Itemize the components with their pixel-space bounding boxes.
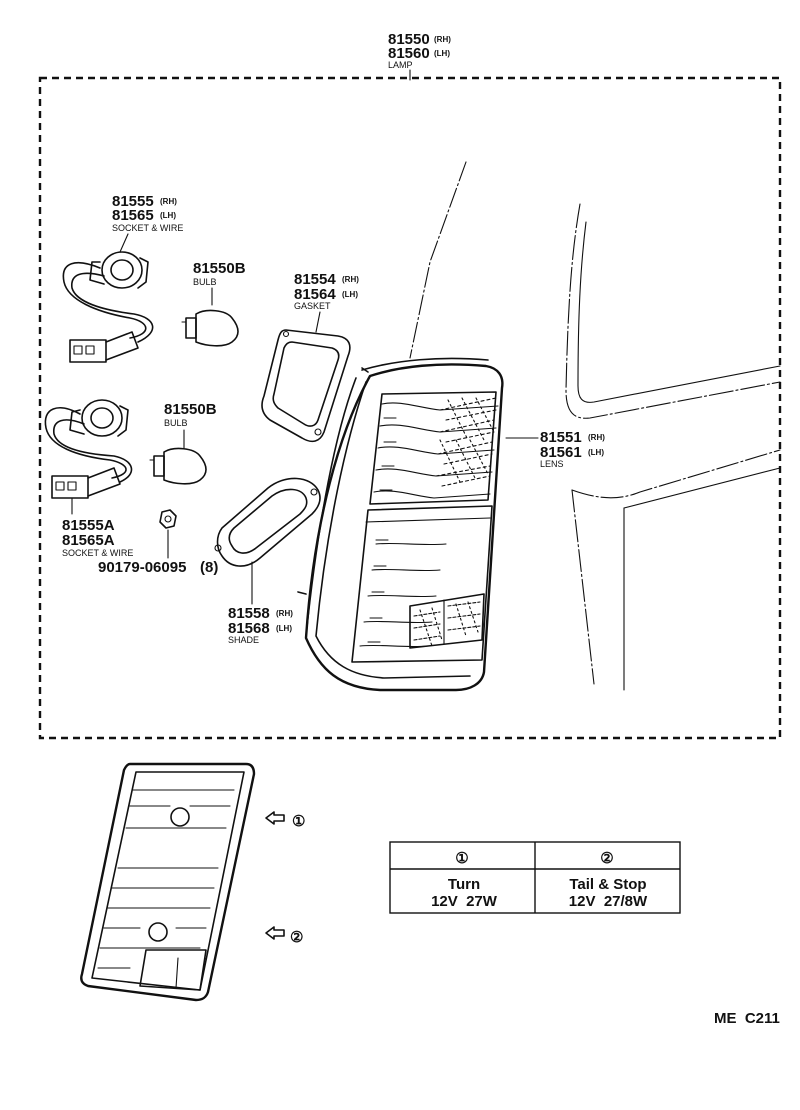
gasket-rh-suffix: (RH) bbox=[342, 275, 359, 284]
gasket-drawing bbox=[261, 329, 351, 443]
socket-wire-1-name: SOCKET & WIRE bbox=[112, 223, 183, 233]
socket-wire-1-rh: 81555 bbox=[112, 193, 154, 210]
bulb-1-part-number: 81550B bbox=[193, 260, 246, 277]
bulb-2-part-number: 81550B bbox=[164, 401, 217, 418]
socket-wire-1-drawing bbox=[62, 251, 154, 363]
arrow-left-icon bbox=[265, 926, 285, 940]
lens-drawing bbox=[297, 357, 504, 692]
bulb-2-drawing bbox=[149, 447, 207, 485]
nut-label: 90179-06095 (8) bbox=[98, 559, 218, 576]
socket-wire-1-leader bbox=[119, 233, 129, 253]
bulb-spec-table: ① ② Turn Tail & Stop 12V 27W 12V 27/8W bbox=[389, 841, 681, 914]
callout-1: ① bbox=[265, 811, 305, 830]
socket-wire-1-rh-suffix: (RH) bbox=[160, 197, 177, 206]
socket-wire-2-name: SOCKET & WIRE bbox=[62, 548, 133, 558]
socket-wire-2-label: 81555A 81565A SOCKET & WIRE bbox=[62, 517, 133, 558]
lens-label: 81551 (RH) 81561 (LH) LENS bbox=[505, 429, 605, 469]
socket-wire-1-lh-suffix: (LH) bbox=[160, 211, 176, 220]
table-cell-tail-stop-spec: 12V 27/8W bbox=[569, 893, 648, 910]
gasket-name: GASKET bbox=[294, 301, 331, 311]
lens-name: LENS bbox=[540, 459, 564, 469]
gasket-label: 81554 (RH) 81564 (LH) GASKET bbox=[294, 271, 359, 333]
diagram-code: ME C211 bbox=[714, 1010, 780, 1027]
callout-2-marker: ② bbox=[290, 929, 303, 946]
lamp-assembly-boundary bbox=[38, 76, 782, 740]
bulb-2-name: BULB bbox=[164, 418, 188, 428]
shade-lh-suffix: (LH) bbox=[276, 624, 292, 633]
lamp-lh-suffix: (LH) bbox=[434, 49, 450, 58]
shade-name: SHADE bbox=[228, 635, 259, 645]
shade-drawing bbox=[214, 477, 321, 605]
shade-rh: 81558 bbox=[228, 605, 270, 622]
gasket-lh-suffix: (LH) bbox=[342, 290, 358, 299]
socket-wire-1-lh: 81565 bbox=[112, 207, 154, 224]
bulb-1-name: BULB bbox=[193, 277, 217, 287]
lamp-label: 81550 (RH) 81560 (LH) LAMP bbox=[388, 31, 451, 81]
lamp-lh-number: 81560 bbox=[388, 45, 430, 62]
table-cell-tail-stop: Tail & Stop bbox=[569, 876, 646, 893]
shade-lh: 81568 bbox=[228, 620, 270, 637]
lamp-front-view bbox=[80, 762, 256, 1002]
lamp-rh-suffix: (RH) bbox=[434, 35, 451, 44]
shade-label: 81558 (RH) 81568 (LH) SHADE bbox=[228, 605, 293, 645]
table-cell-turn: Turn bbox=[448, 876, 480, 893]
gasket-rh: 81554 bbox=[294, 271, 336, 288]
nut-quantity: (8) bbox=[200, 559, 218, 576]
lens-lh: 81561 bbox=[540, 444, 582, 461]
bulb-1-label: 81550B BULB bbox=[193, 260, 246, 306]
tail-stop-bulb-position bbox=[148, 922, 168, 942]
callout-2: ② bbox=[265, 926, 303, 946]
socket-wire-2-rh: 81555A bbox=[62, 517, 115, 534]
socket-wire-2-drawing bbox=[44, 399, 133, 515]
table-header-1: ① bbox=[455, 850, 468, 867]
bulb-2-label: 81550B BULB bbox=[164, 401, 217, 449]
nut-drawing bbox=[159, 509, 177, 559]
lens-rh-suffix: (RH) bbox=[588, 433, 605, 442]
gasket-leader bbox=[315, 311, 321, 333]
vehicle-body-outline bbox=[409, 161, 781, 691]
shade-rh-suffix: (RH) bbox=[276, 609, 293, 618]
gasket-lh: 81564 bbox=[294, 286, 336, 303]
table-header-2: ② bbox=[600, 850, 613, 867]
turn-bulb-position bbox=[170, 807, 190, 827]
bulb-1-drawing bbox=[181, 309, 239, 347]
table-cell-turn-spec: 12V 27W bbox=[431, 893, 498, 910]
lamp-rh-number: 81550 bbox=[388, 31, 430, 48]
socket-wire-1-label: 81555 (RH) 81565 (LH) SOCKET & WIRE bbox=[112, 193, 183, 253]
nut-part-number: 90179-06095 bbox=[98, 559, 186, 576]
callout-1-marker: ① bbox=[292, 813, 305, 830]
lens-lh-suffix: (LH) bbox=[588, 448, 604, 457]
lamp-name: LAMP bbox=[388, 60, 413, 70]
lens-rh: 81551 bbox=[540, 429, 582, 446]
arrow-left-icon bbox=[265, 811, 285, 825]
socket-wire-2-lh: 81565A bbox=[62, 532, 115, 549]
